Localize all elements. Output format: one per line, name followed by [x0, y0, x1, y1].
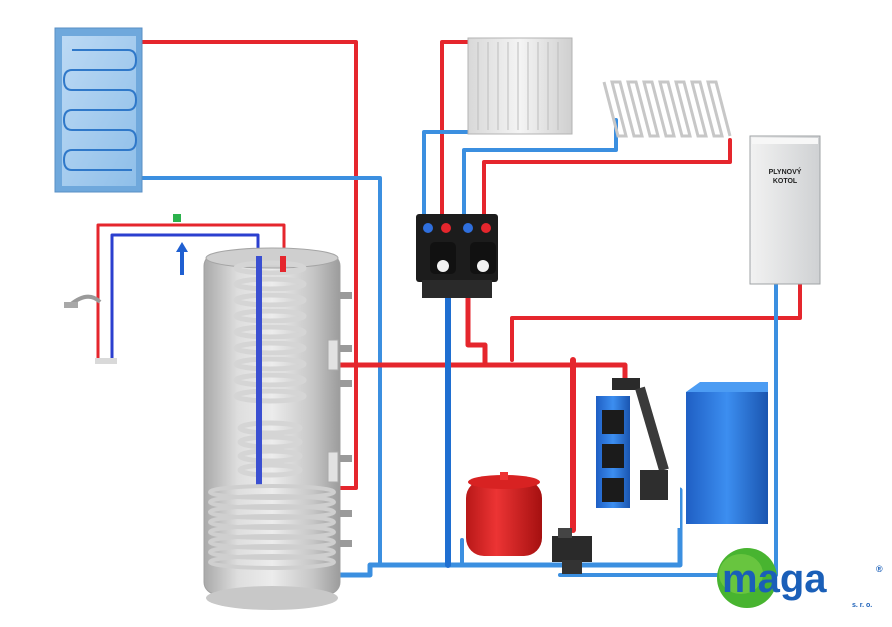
pump-motor-left: [430, 242, 456, 274]
middle-heat-exchanger: [237, 420, 303, 478]
solid-fuel-boiler: [588, 378, 680, 528]
shower-tap: [64, 294, 117, 364]
storage-tank: [203, 247, 352, 610]
solar-hot-pipe: [140, 40, 358, 490]
solar-heat-exchanger: [208, 484, 336, 570]
main-hot-header: [337, 362, 628, 381]
upper-heat-exchanger: [233, 260, 307, 404]
pipes: [96, 40, 802, 578]
expansion-vessel: [466, 472, 542, 556]
solar-absorber-tube: [62, 49, 138, 171]
pellet-hopper: [686, 382, 768, 524]
dhw-cold-pipe: [110, 233, 260, 362]
radiator: [467, 37, 573, 135]
solar-collector: [54, 27, 143, 193]
radiator-cold-pipe: [422, 130, 470, 220]
radiator-hot-pipe: [440, 40, 470, 220]
logo-registered-mark: ®: [876, 564, 883, 574]
gas-hot-pipe: [510, 282, 802, 362]
dhw-hot-pipe: [96, 223, 286, 362]
cold-water-inlet: [173, 214, 188, 275]
floor-heating-coil: [602, 80, 732, 138]
tank-side-sockets: [340, 292, 352, 547]
pump-hot-riser: [465, 295, 488, 368]
gas-boiler-label-line1: PLYNOVÝ: [769, 167, 802, 176]
pump-group: [416, 214, 498, 298]
gas-boiler-label-line2: KOTOL: [773, 178, 798, 185]
floor-hot-pipe: [482, 138, 732, 220]
pump-motor-right: [470, 242, 496, 274]
maga-logo: maga s. r. o. ®: [717, 548, 883, 609]
floor-cold-pipe: [462, 118, 618, 220]
logo-subtext: s. r. o.: [852, 602, 872, 609]
gas-boiler: PLYNOVÝ KOTOL: [749, 135, 821, 285]
logo-wordmark: maga: [722, 557, 827, 601]
mixing-valve: [552, 528, 592, 574]
